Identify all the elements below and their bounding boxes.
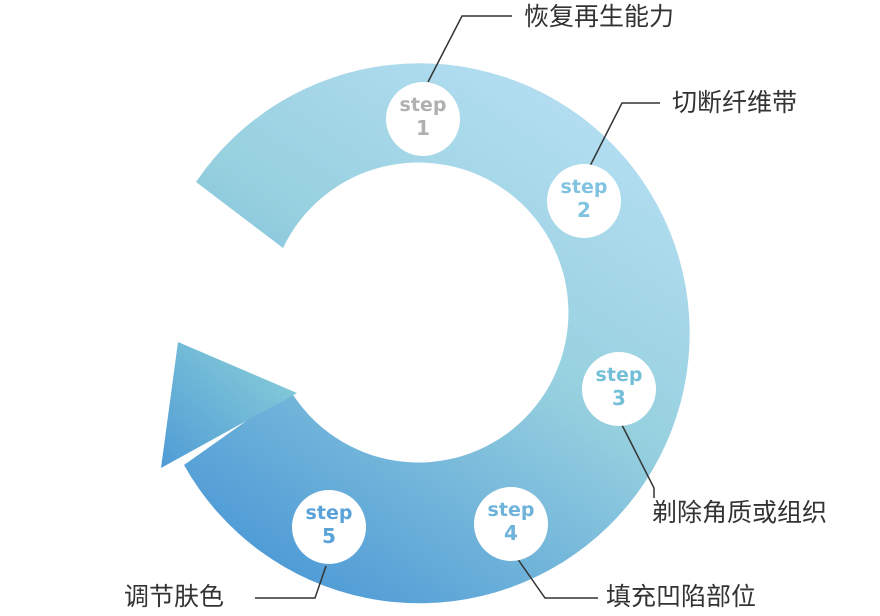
leader-line-step-2 [589,102,660,167]
step-4-number: 4 [504,521,518,545]
step-4-word: step [487,499,535,521]
step-1-badge: step 1 [386,82,460,156]
step-2-number: 2 [577,198,591,222]
step-5-badge: step 5 [292,490,366,564]
step-2-badge: step 2 [547,164,621,238]
step-2-word: step [560,176,608,198]
step-5-number: 5 [322,524,336,548]
step-5-label: 调节肤色 [124,582,225,611]
step-5-word: step [305,502,353,524]
cycle-arrow-head [161,342,297,468]
step-1-number: 1 [416,116,430,140]
step-3-badge: step 3 [582,352,656,426]
leader-line-step-3 [621,424,655,498]
step-1-label: 恢复再生能力 [524,2,675,31]
step-3-word: step [595,364,643,386]
leader-line-step-1 [427,15,512,83]
step-3-label: 剃除角质或组织 [652,498,828,527]
step-1-word: step [399,94,447,116]
step-4-label: 填充凹陷部位 [606,582,757,611]
leader-line-step-4 [516,557,598,599]
leader-line-step-5 [255,565,327,599]
step-4-badge: step 4 [474,487,548,561]
step-2-label: 切断纤维带 [672,88,798,117]
step-3-number: 3 [612,386,626,410]
